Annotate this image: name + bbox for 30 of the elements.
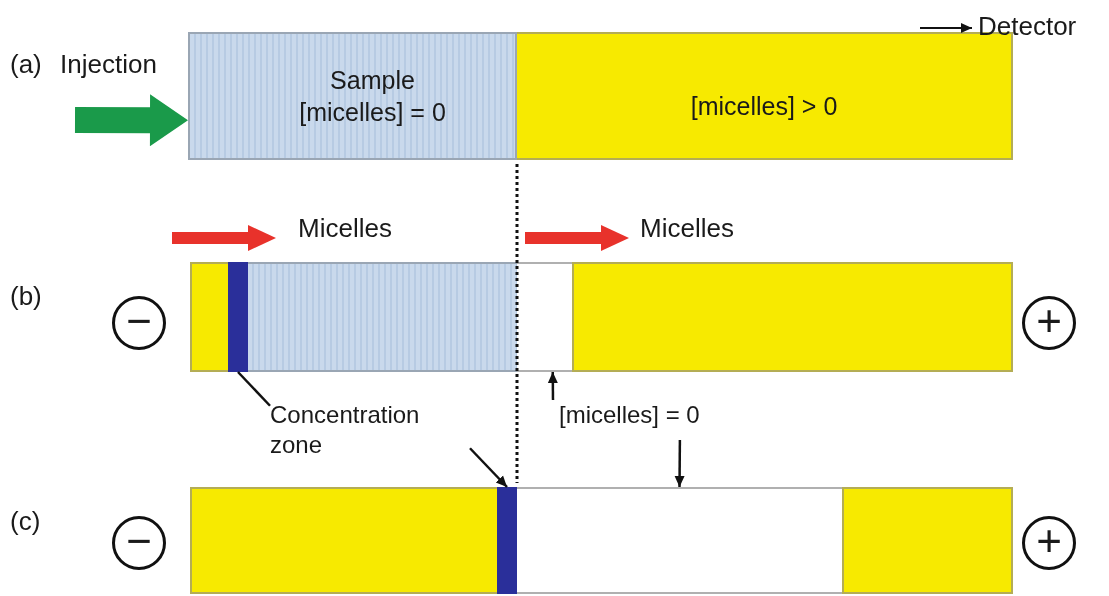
concentration-band <box>497 487 517 594</box>
panel-label: (c) <box>10 505 41 537</box>
zone-label: [micelles] = 0 <box>299 97 446 128</box>
micelle-zone <box>190 487 497 594</box>
panel-label: (b) <box>10 280 42 312</box>
zone-label: [micelles] > 0 <box>690 91 838 122</box>
minus-electrode: − <box>112 516 166 570</box>
zone-title: Sample <box>330 65 415 96</box>
callout-text: Concentration zone <box>270 400 470 472</box>
minus-electrode: − <box>112 296 166 350</box>
panel-label: (a) <box>10 48 42 80</box>
leader-line <box>547 372 558 400</box>
micelle-free-zone <box>517 262 572 372</box>
micelle-zone <box>190 262 228 372</box>
micelle-zone <box>842 487 1013 594</box>
flow-label: Micelles <box>298 212 392 244</box>
destination-label: Detector <box>978 10 1077 42</box>
concentration-band <box>228 262 248 372</box>
injection-arrow <box>74 94 188 147</box>
callout-text: [micelles] = 0 <box>545 400 780 440</box>
step-label: Injection <box>60 48 157 80</box>
leader-line <box>469 447 508 488</box>
leader-line <box>237 371 271 407</box>
flow-label: Micelles <box>640 212 734 244</box>
sample-zone <box>248 262 517 372</box>
micelle-free-zone <box>517 487 842 594</box>
micelle-zone <box>572 262 1013 372</box>
leader-line <box>674 440 685 487</box>
plus-electrode: + <box>1022 296 1076 350</box>
plus-electrode: + <box>1022 516 1076 570</box>
